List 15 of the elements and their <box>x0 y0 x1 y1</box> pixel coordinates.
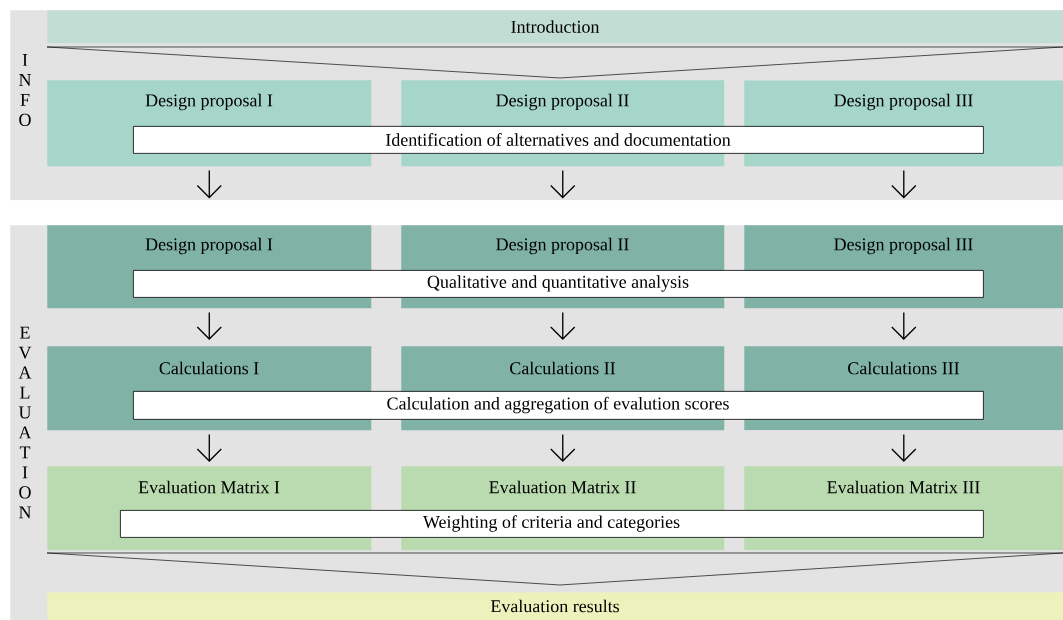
arrow <box>891 311 917 340</box>
arrow <box>196 169 222 199</box>
arrow <box>550 433 576 462</box>
process-bar: Weighting of criteria and categories <box>120 510 984 538</box>
result-box: Evaluation results <box>47 592 1063 620</box>
arrow <box>550 169 576 199</box>
arrow <box>196 311 222 340</box>
process-bar: Identification of alternatives and documentation <box>133 125 984 154</box>
arrow <box>891 433 917 462</box>
arrow <box>550 311 576 340</box>
arrow <box>196 433 222 462</box>
intro-box: Introduction <box>47 10 1063 44</box>
process-bar: Calculation and aggregation of evalution scores <box>133 391 984 420</box>
process-bar: Qualitative and quantitative analysis <box>133 270 984 298</box>
arrow <box>891 169 917 199</box>
